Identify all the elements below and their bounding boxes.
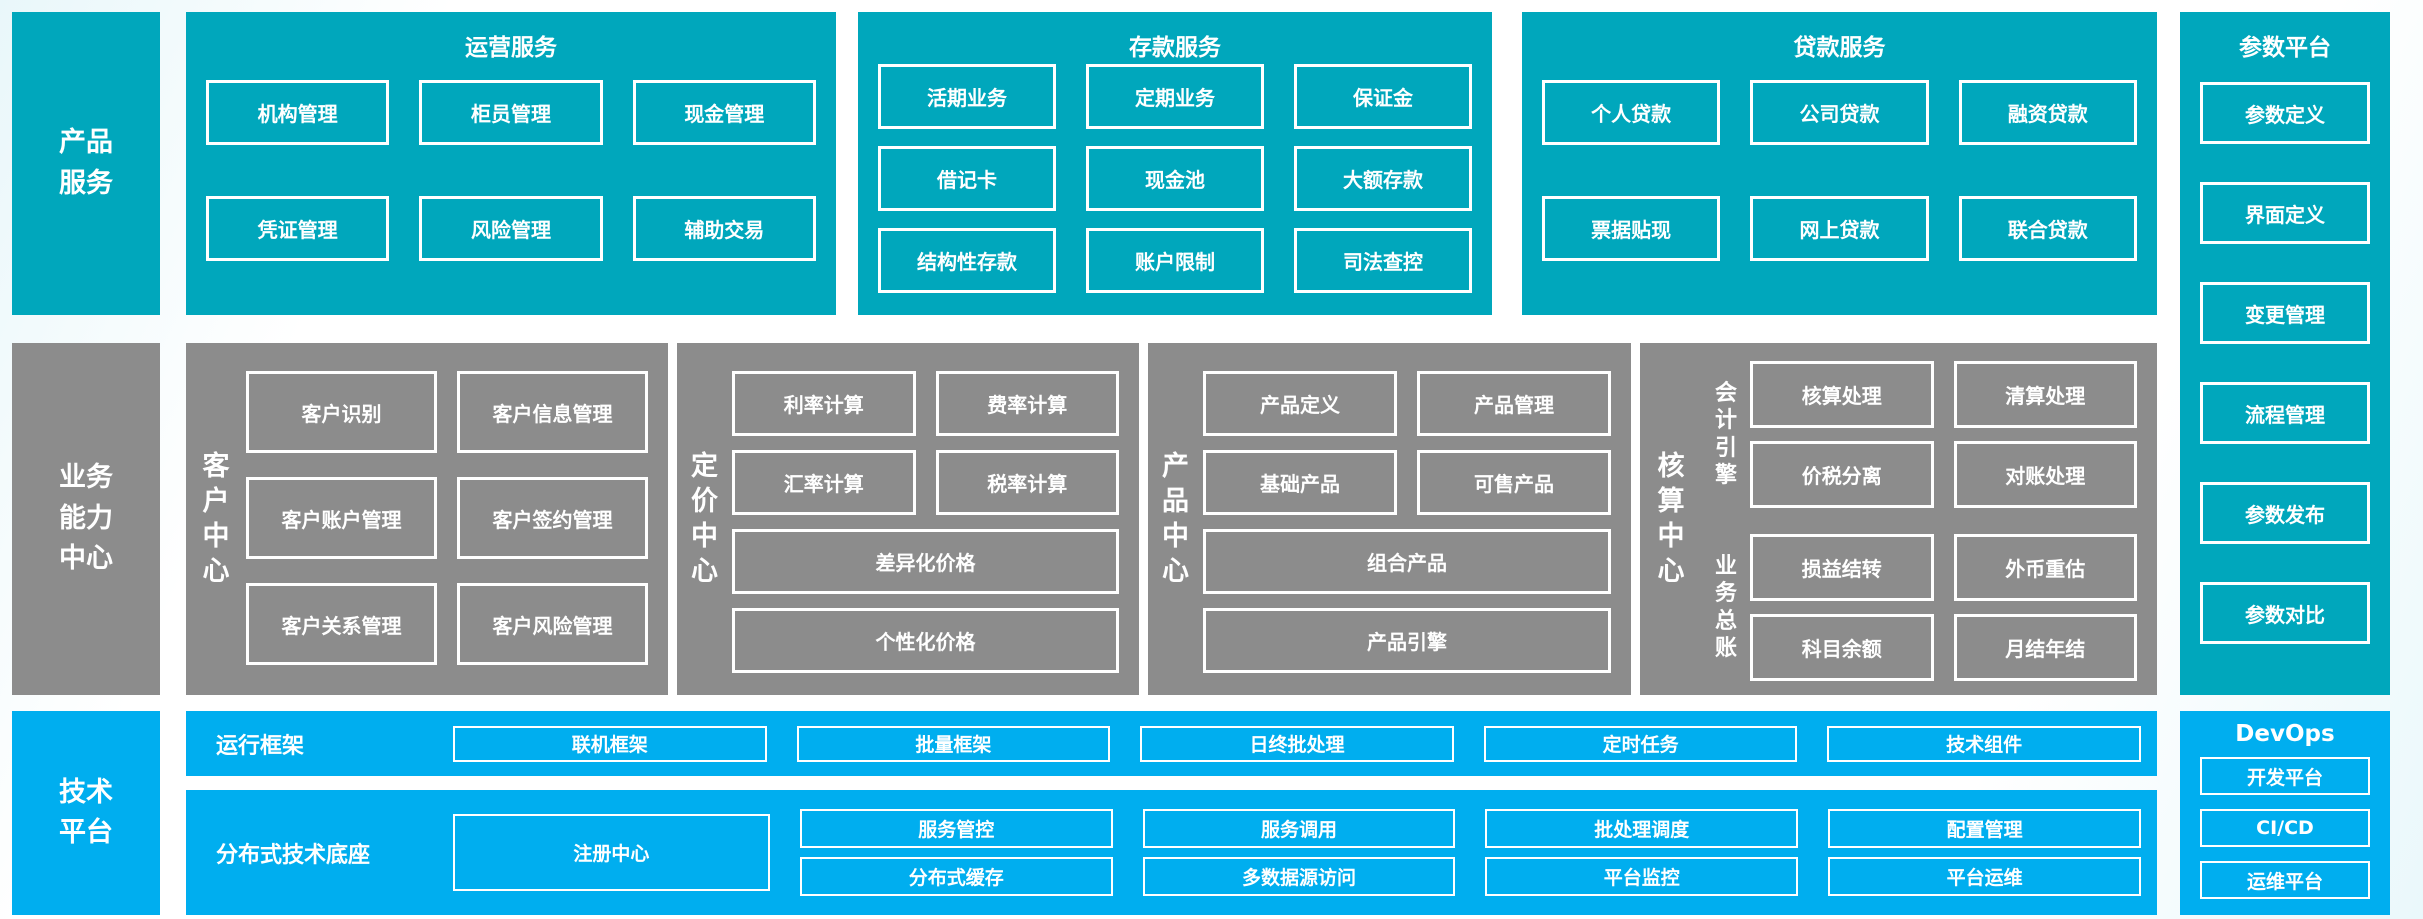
runtime-framework-band: 运行框架 联机框架 批量框架 日终批处理 定时任务 技术组件 — [186, 711, 2157, 776]
business-ledger-label: 业 务 总 账 — [1714, 553, 1737, 662]
module-box: 个性化价格 — [732, 608, 1119, 673]
module-box: 联机框架 — [453, 725, 767, 762]
module-box: 凭证管理 — [206, 196, 390, 261]
registry-center-box: 注册中心 — [453, 814, 770, 891]
module-box: 运维平台 — [2200, 861, 2370, 899]
module-box: 产品管理 — [1417, 371, 1611, 436]
module-box: 税率计算 — [935, 450, 1119, 515]
module-box: 核算处理 — [1750, 361, 1934, 428]
module-box: 定时任务 — [1483, 725, 1798, 762]
module-box: 客户风险管理 — [457, 583, 648, 665]
module-box: 客户账户管理 — [246, 477, 437, 559]
module-box: 客户信息管理 — [457, 371, 648, 453]
module-box: 司法查控 — [1294, 228, 1472, 293]
module-box: 机构管理 — [206, 80, 390, 145]
customer-center-panel: 客 户 中 心 客户识别 客户信息管理 客户账户管理 客户签约管理 客户关系管理… — [186, 343, 668, 695]
module-box: 汇率计算 — [732, 450, 916, 515]
loan-services-panel: 贷款服务 个人贷款 公司贷款 融资贷款 票据贴现 网上贷款 联合贷款 — [1522, 12, 2157, 315]
module-box: 组合产品 — [1203, 529, 1611, 594]
pricing-center-label: 定 价 中 心 — [691, 450, 718, 588]
module-box: 服务调用 — [1142, 809, 1456, 848]
module-box: 流程管理 — [2200, 382, 2370, 444]
business-capability-row-label: 业务 能力 中心 — [12, 343, 160, 695]
module-box: 融资贷款 — [1958, 80, 2137, 145]
module-box: 风险管理 — [419, 196, 603, 261]
module-box: 变更管理 — [2200, 282, 2370, 344]
module-box: 差异化价格 — [732, 529, 1119, 594]
module-box: 借记卡 — [878, 146, 1056, 211]
module-box: 可售产品 — [1417, 450, 1611, 515]
module-box: 定期业务 — [1086, 64, 1264, 129]
module-box: 现金管理 — [632, 80, 816, 145]
module-box: 公司贷款 — [1750, 80, 1929, 145]
operation-services-title: 运营服务 — [465, 35, 557, 61]
module-box: 结构性存款 — [878, 228, 1056, 293]
module-box: 对账处理 — [1953, 441, 2137, 508]
module-box: 费率计算 — [935, 371, 1119, 436]
module-box: 账户限制 — [1086, 228, 1264, 293]
module-box: 日终批处理 — [1140, 725, 1454, 762]
module-box: 保证金 — [1294, 64, 1472, 129]
module-box: 开发平台 — [2200, 757, 2370, 795]
module-box: 平台运维 — [1828, 857, 2141, 896]
module-box: 批处理调度 — [1485, 809, 1799, 848]
module-box: 客户签约管理 — [457, 477, 648, 559]
tech-platform-row-label: 技术 平台 — [12, 711, 160, 915]
pricing-center-panel: 定 价 中 心 利率计算 费率计算 汇率计算 税率计算 差异化价格 个性化价格 — [677, 343, 1139, 695]
parameter-platform-title: 参数平台 — [2239, 35, 2331, 61]
module-box: 多数据源访问 — [1142, 857, 1456, 896]
operation-services-panel: 运营服务 机构管理 柜员管理 现金管理 凭证管理 风险管理 辅助交易 — [186, 12, 836, 315]
module-box: 批量框架 — [796, 725, 1111, 762]
parameter-platform-panel: 参数平台 参数定义 界面定义 变更管理 流程管理 参数发布 参数对比 — [2180, 12, 2390, 695]
module-box: 参数对比 — [2200, 582, 2370, 644]
module-box: 分布式缓存 — [799, 857, 1113, 896]
module-box: 技术组件 — [1827, 725, 2141, 762]
module-box: CI/CD — [2200, 809, 2370, 847]
runtime-framework-label: 运行框架 — [216, 733, 305, 759]
module-box: 客户识别 — [246, 371, 437, 453]
module-box: 价税分离 — [1750, 441, 1934, 508]
module-box: 清算处理 — [1953, 361, 2137, 428]
module-box: 辅助交易 — [632, 196, 816, 261]
module-box: 票据贴现 — [1542, 196, 1721, 261]
devops-panel: DevOps 开发平台 CI/CD 运维平台 — [2180, 711, 2390, 915]
accounting-engine-group: 会 计 引 擎 核算处理 清算处理 价税分离 对账处理 — [1702, 361, 2137, 508]
module-box: 现金池 — [1086, 146, 1264, 211]
accounting-center-label: 核 算 中 心 — [1657, 450, 1685, 588]
module-box: 活期业务 — [878, 64, 1056, 129]
accounting-center-panel: 核 算 中 心 会 计 引 擎 核算处理 清算处理 价税分离 对账处理 业 务 … — [1640, 343, 2157, 695]
module-box: 产品定义 — [1203, 371, 1397, 436]
loan-services-title: 贷款服务 — [1793, 35, 1886, 61]
product-center-label: 产 品 中 心 — [1162, 450, 1189, 588]
distributed-base-band: 分布式技术底座 注册中心 服务管控 分布式缓存 服务调用 多数据源访问 批处理调… — [186, 790, 2157, 915]
accounting-engine-label: 会 计 引 擎 — [1714, 380, 1737, 489]
business-ledger-group: 业 务 总 账 损益结转 外币重估 科目余额 月结年结 — [1702, 534, 2137, 681]
product-center-panel: 产 品 中 心 产品定义 产品管理 基础产品 可售产品 组合产品 产品引擎 — [1148, 343, 1631, 695]
module-box: 服务管控 — [799, 809, 1113, 848]
module-box: 损益结转 — [1750, 534, 1934, 601]
module-box: 柜员管理 — [419, 80, 603, 145]
module-box: 个人贷款 — [1542, 80, 1721, 145]
module-box: 界面定义 — [2200, 182, 2370, 244]
module-box: 参数定义 — [2200, 82, 2370, 144]
module-box: 平台监控 — [1485, 857, 1799, 896]
module-box: 外币重估 — [1953, 534, 2137, 601]
deposit-services-title: 存款服务 — [1129, 35, 1221, 61]
module-box: 大额存款 — [1294, 146, 1472, 211]
module-box: 客户关系管理 — [246, 583, 437, 665]
product-services-row-label: 产品 服务 — [12, 12, 160, 315]
module-box: 月结年结 — [1953, 614, 2137, 681]
customer-center-label: 客 户 中 心 — [202, 450, 230, 588]
module-box: 利率计算 — [732, 371, 916, 436]
module-box: 网上贷款 — [1750, 196, 1929, 261]
module-box: 基础产品 — [1203, 450, 1397, 515]
distributed-base-label: 分布式技术底座 — [216, 842, 371, 868]
module-box: 科目余额 — [1750, 614, 1934, 681]
module-box: 配置管理 — [1828, 809, 2141, 848]
module-box: 参数发布 — [2200, 482, 2370, 544]
devops-title: DevOps — [2235, 721, 2335, 747]
deposit-services-panel: 存款服务 活期业务 定期业务 保证金 借记卡 现金池 大额存款 结构性存款 账户… — [858, 12, 1492, 315]
module-box: 产品引擎 — [1203, 608, 1611, 673]
module-box: 联合贷款 — [1958, 196, 2137, 261]
